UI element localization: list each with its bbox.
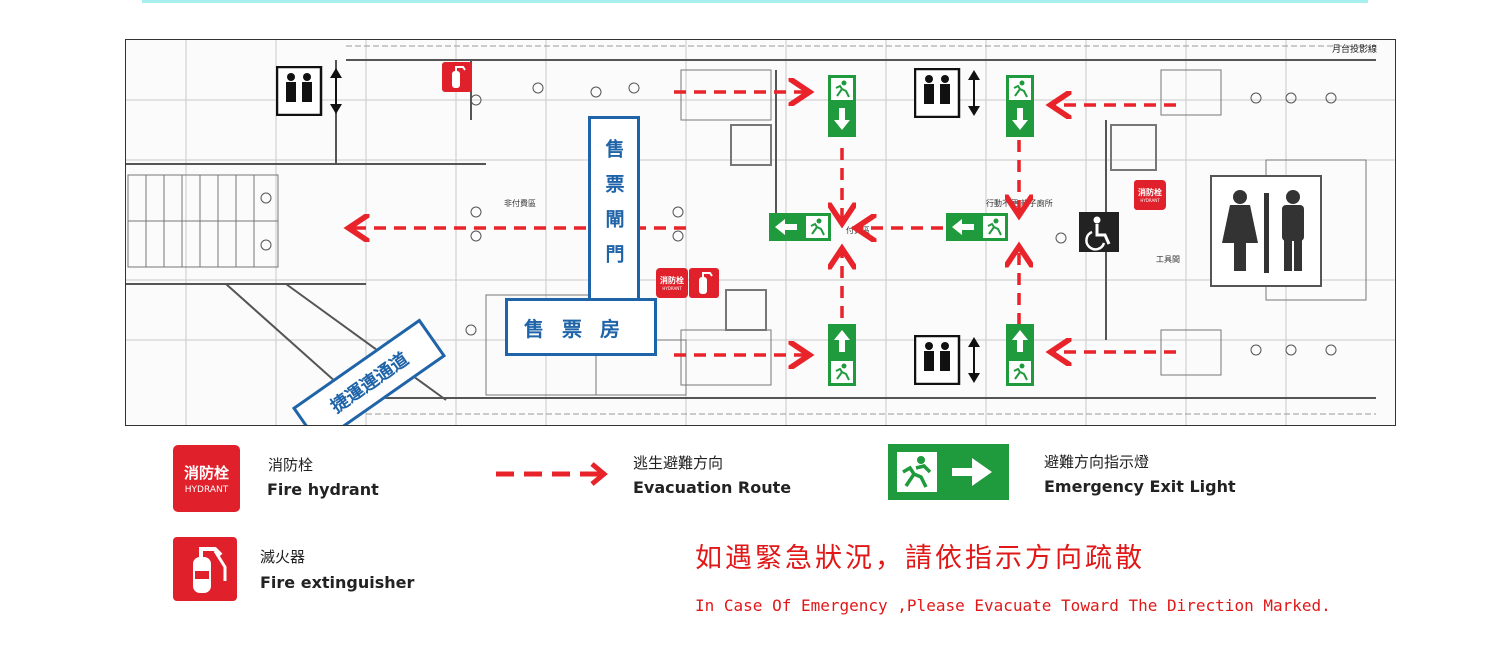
evacuation-routes	[126, 40, 1176, 425]
ticket-gate-label: 售票閘門	[602, 139, 625, 279]
legend-exit-light-zh: 避難方向指示燈	[1044, 453, 1150, 471]
legend-exit-sign-icon	[888, 444, 1009, 500]
legend-route-zh: 逃生避難方向	[633, 454, 724, 472]
exit-sign-icon	[1006, 75, 1034, 137]
exit-sign-icon	[828, 324, 856, 386]
legend-extinguisher-zh: 滅火器	[260, 548, 306, 566]
elevator-icon	[914, 68, 980, 118]
legend-fire-hydrant-icon: 消防栓 HYDRANT	[173, 445, 240, 512]
exit-sign-icon	[1006, 324, 1034, 386]
legend-hydrant-zh: 消防栓	[268, 456, 314, 474]
room-label-unpaid: 非付費區	[504, 199, 536, 208]
restroom-icon	[1210, 175, 1322, 287]
legend-extinguisher-en: Fire extinguisher	[260, 573, 415, 592]
fire-hydrant-icon: 消防栓 HYDRANT	[656, 268, 688, 298]
top-rule	[142, 0, 1368, 3]
legend-hydrant-en: Fire hydrant	[267, 480, 379, 499]
legend-fire-extinguisher-icon	[173, 537, 237, 601]
exit-sign-icon	[828, 75, 856, 137]
room-label-tool: 工具間	[1156, 255, 1180, 264]
ticket-office-label: 售票房	[505, 298, 657, 356]
floor-plan: 月台投影線 非付費區 付費區 行動不便/親子廁所 工具間	[125, 39, 1396, 426]
platform-projection-caption: 月台投影線	[1331, 44, 1377, 54]
legend-exit-light-en: Emergency Exit Light	[1044, 477, 1236, 496]
accessible-icon	[1079, 212, 1119, 252]
emergency-notice-en: In Case Of Emergency ,Please Evacuate To…	[695, 596, 1331, 615]
exit-sign-icon	[946, 213, 1008, 241]
legend-route-arrow	[496, 462, 608, 486]
elevator-icon	[276, 66, 342, 116]
fire-hydrant-icon: 消防栓 HYDRANT	[1134, 180, 1166, 210]
elevator-icon	[914, 335, 980, 385]
exit-sign-icon	[769, 213, 831, 241]
emergency-notice-zh: 如遇緊急狀況，請依指示方向疏散	[695, 543, 1145, 574]
stairs-left	[127, 174, 279, 268]
fire-extinguisher-icon	[442, 62, 472, 92]
fire-extinguisher-icon	[689, 268, 719, 298]
legend-route-en: Evacuation Route	[633, 478, 792, 497]
ticket-gate-label-box: 售票閘門	[588, 116, 640, 302]
